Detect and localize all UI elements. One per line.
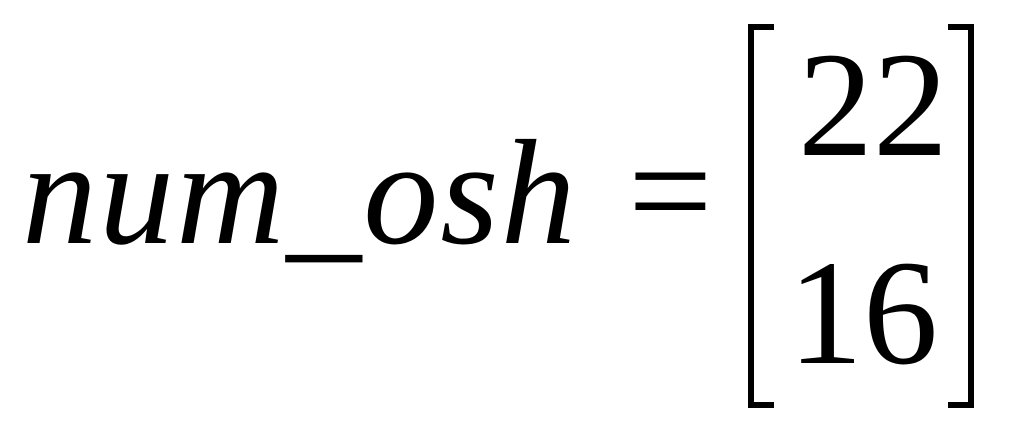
left-bracket xyxy=(748,24,774,408)
equals-sign: = xyxy=(628,108,713,274)
matrix-entry: 22 xyxy=(798,22,948,188)
matrix-entry: 16 xyxy=(788,230,938,396)
equation-lhs: num_osh xyxy=(22,110,578,276)
right-bracket xyxy=(948,24,974,408)
